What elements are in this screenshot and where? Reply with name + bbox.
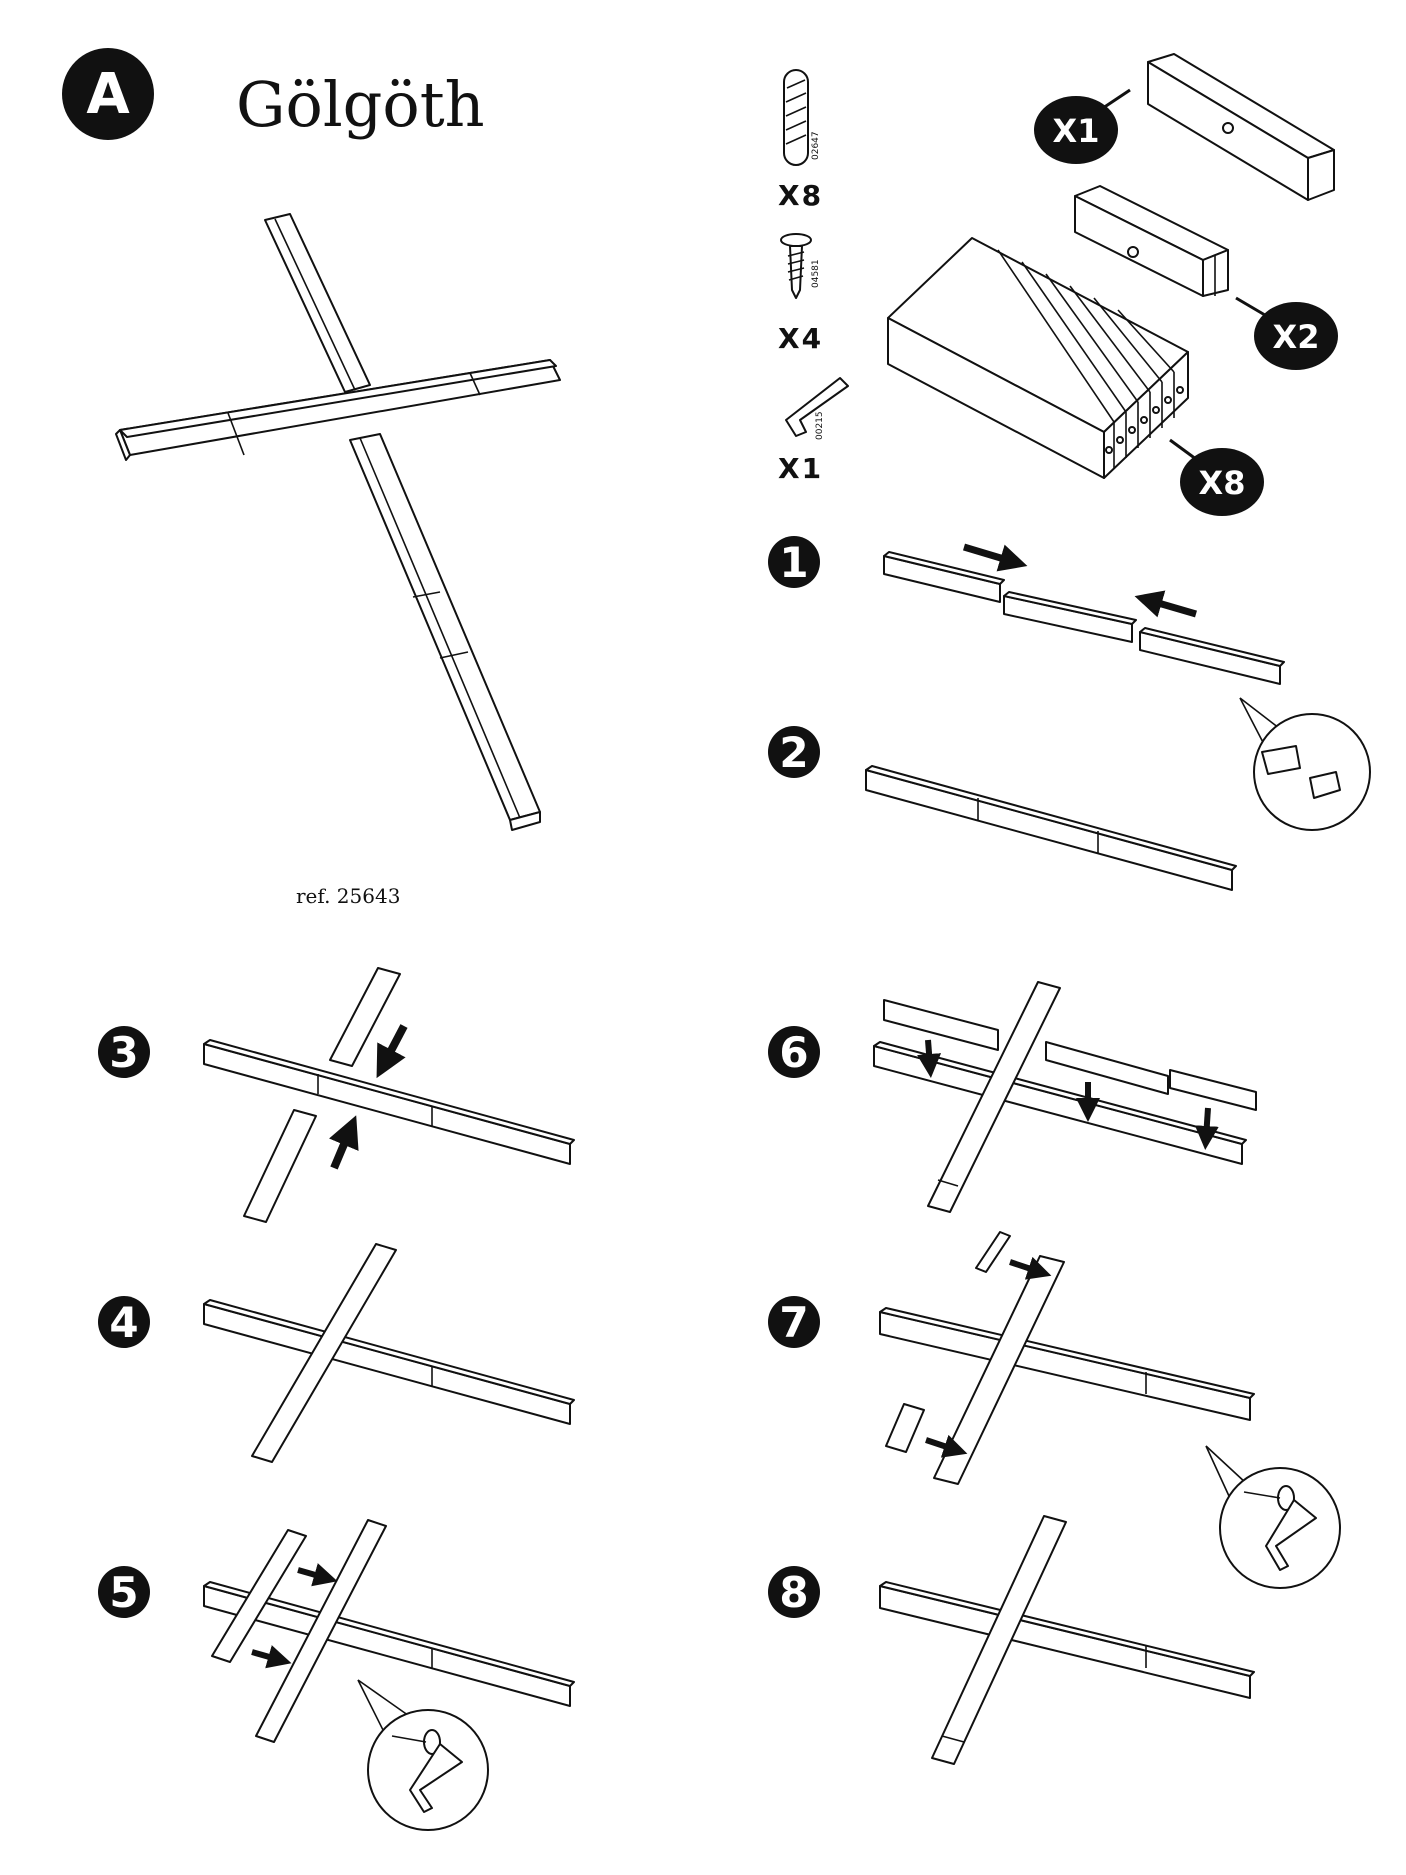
step-8-badge: 8 [768, 1566, 820, 1618]
cam-screw-quantity: X4 [778, 322, 823, 355]
assembled-cross-illustration [115, 213, 561, 831]
plank-stack-part [887, 237, 1189, 479]
step-4-badge: 4 [98, 1296, 150, 1348]
long-plank-part [1147, 53, 1335, 201]
step-7-badge: 7 [768, 1296, 820, 1348]
product-title: Gölgöth [236, 68, 485, 141]
allen-key-quantity: X1 [778, 452, 823, 485]
step-7-illustration [879, 1231, 1341, 1589]
reference-number: ref. 25643 [296, 884, 400, 908]
step-3-illustration [203, 967, 575, 1223]
step-2-illustration [865, 765, 1237, 891]
section-badge: A [62, 48, 154, 140]
svg-text:4: 4 [109, 1298, 138, 1347]
part-qty-x2-callout: X2 [1235, 296, 1338, 370]
svg-text:X8: X8 [1199, 464, 1246, 502]
svg-text:8: 8 [779, 1568, 808, 1617]
cam-screw-code: 04581 [811, 259, 821, 288]
svg-text:7: 7 [779, 1298, 808, 1347]
svg-text:3: 3 [109, 1028, 138, 1077]
short-block-part [1074, 185, 1229, 297]
allen-key-code: 00215 [815, 411, 825, 440]
svg-text:6: 6 [779, 1028, 808, 1077]
step-3-badge: 3 [98, 1026, 150, 1078]
svg-text:5: 5 [109, 1568, 138, 1617]
step-2-badge: 2 [768, 726, 820, 778]
step-5-illustration [203, 1519, 575, 1831]
step-1-illustration [883, 543, 1371, 831]
allen-key-icon [785, 377, 849, 437]
step-1-badge: 1 [768, 536, 820, 588]
svg-text:X1: X1 [1053, 112, 1100, 150]
step-6-badge: 6 [768, 1026, 820, 1078]
dowel-quantity: X8 [778, 179, 823, 212]
svg-text:1: 1 [779, 538, 808, 587]
svg-text:X2: X2 [1273, 318, 1320, 356]
step-6-illustration [873, 981, 1257, 1213]
part-qty-x8-callout: X8 [1169, 438, 1264, 516]
step-4-illustration [203, 1243, 575, 1463]
svg-text:2: 2 [779, 728, 808, 777]
svg-text:A: A [86, 62, 130, 127]
step-8-illustration [879, 1515, 1255, 1765]
part-qty-x1-callout: X1 [1034, 88, 1131, 164]
cam-screw-icon [780, 233, 812, 299]
dowel-icon [783, 69, 809, 166]
dowel-code: 02647 [811, 131, 821, 160]
step-5-badge: 5 [98, 1566, 150, 1618]
